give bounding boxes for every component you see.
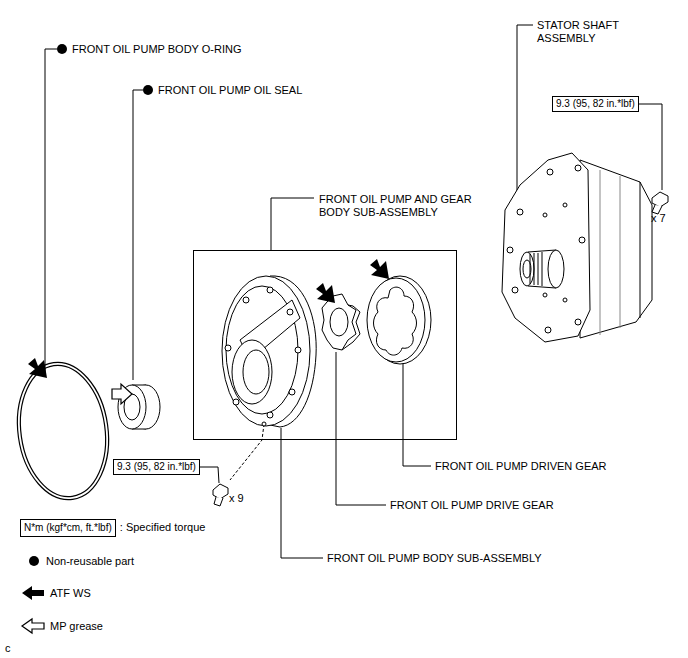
driven-gear bbox=[367, 276, 431, 364]
torque-leader bbox=[200, 467, 219, 483]
torque-value: 9.3 (95, 82 in.*lbf) bbox=[117, 461, 196, 472]
quantity: x 9 bbox=[229, 492, 244, 505]
legend-text: : Specified torque bbox=[120, 521, 206, 534]
part-name: FRONT OIL PUMP DRIVEN GEAR bbox=[435, 460, 607, 473]
leader-line bbox=[281, 428, 323, 558]
leader-line bbox=[45, 49, 57, 372]
bolt bbox=[213, 192, 668, 506]
part-name: STATOR SHAFT ASSEMBLY bbox=[537, 19, 637, 45]
drive-gear bbox=[322, 294, 360, 350]
assembly-heading: FRONT OIL PUMP AND GEAR BODY SUB-ASSEMBL… bbox=[319, 193, 499, 219]
pump-body bbox=[222, 276, 316, 427]
o-ring bbox=[9, 356, 117, 505]
dashed-leader bbox=[230, 424, 264, 480]
leader-line bbox=[403, 350, 431, 466]
part-name: FRONT OIL PUMP OIL SEAL bbox=[158, 84, 302, 97]
legend-dot bbox=[29, 556, 39, 566]
torque-box: 9.3 (95, 82 in.*lbf) bbox=[552, 96, 639, 112]
legend-text: MP grease bbox=[50, 620, 103, 633]
torque-leader bbox=[639, 104, 662, 190]
torque-box: 9.3 (95, 82 in.*lbf) bbox=[113, 459, 200, 475]
atf-arrow bbox=[28, 259, 389, 378]
legend-grease-arrow bbox=[22, 619, 44, 633]
part-name: FRONT OIL PUMP DRIVE GEAR bbox=[390, 499, 554, 512]
part-name: FRONT OIL PUMP BODY O-RING bbox=[72, 43, 242, 56]
quantity: x 7 bbox=[651, 212, 666, 225]
leader-line bbox=[336, 352, 386, 505]
part-name: FRONT OIL PUMP BODY SUB-ASSEMBLY bbox=[327, 552, 542, 565]
legend-text: Non-reusable part bbox=[46, 555, 134, 568]
leader-line bbox=[271, 198, 314, 250]
figure-code: c bbox=[5, 642, 11, 655]
torque-unit-box: N*m (kgf*cm, ft.*lbf) bbox=[20, 519, 116, 537]
stator-shaft bbox=[502, 153, 652, 342]
assembly-box: FRONT OIL PUMP AND GEAR BODY SUB-ASSEMBL… bbox=[193, 250, 457, 440]
torque-value: 9.3 (95, 82 in.*lbf) bbox=[556, 98, 635, 109]
leader-line bbox=[133, 90, 143, 380]
legend-text: ATF WS bbox=[50, 587, 91, 600]
legend-atf-arrow bbox=[22, 586, 44, 600]
grease-arrow bbox=[112, 384, 132, 404]
